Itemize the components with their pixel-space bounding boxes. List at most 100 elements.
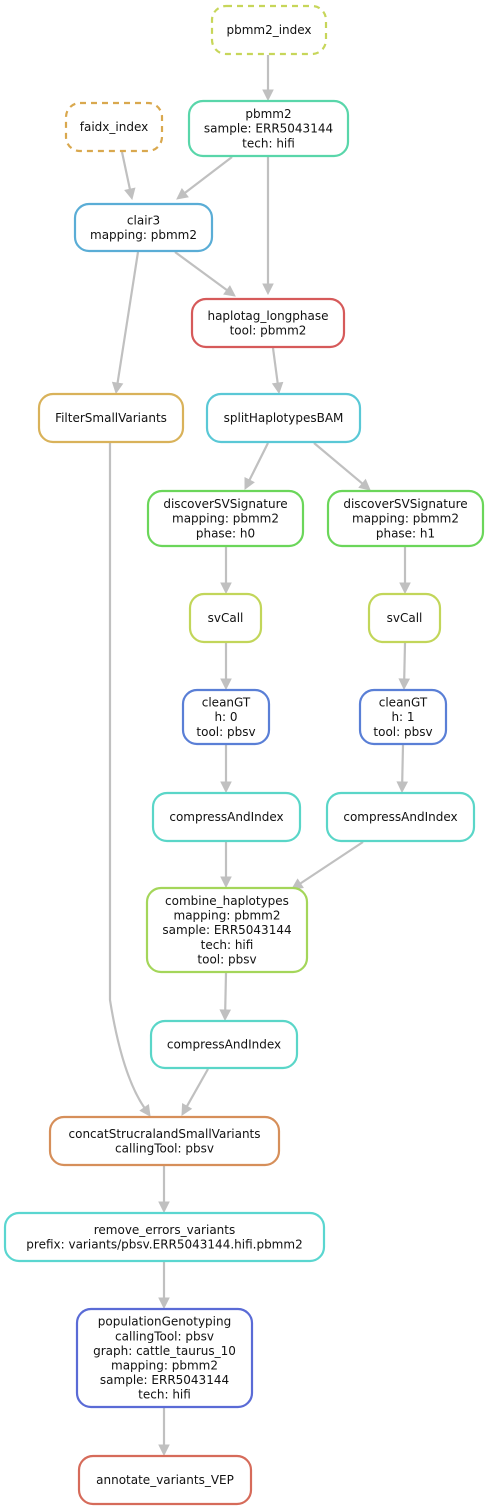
node-title: clair3 xyxy=(127,213,160,227)
node-concatStrucralandSmallVariants[interactable]: concatStrucralandSmallVariantscallingToo… xyxy=(48,1115,281,1167)
arrowhead xyxy=(358,478,371,491)
node-box xyxy=(190,297,346,349)
edge-combine_haplotypes-to-compressAndIndex_2 xyxy=(219,972,232,1022)
node-param: tool: pbmm2 xyxy=(230,324,307,338)
node-title: annotate_variants_VEP xyxy=(96,1473,234,1487)
node-title: haplotag_longphase xyxy=(207,309,328,323)
node-compressAndIndex_1[interactable]: compressAndIndex xyxy=(325,791,476,843)
node-box xyxy=(325,791,476,843)
node-param: mapping: pbmm2 xyxy=(111,1359,218,1373)
node-title: concatStrucralandSmallVariants xyxy=(69,1127,261,1141)
node-box xyxy=(367,592,442,644)
edge-remove_errors_variants-to-populationGenotyping xyxy=(158,1262,170,1310)
node-svCall_1[interactable]: svCall xyxy=(367,592,442,644)
node-box xyxy=(358,688,448,746)
node-box xyxy=(151,791,302,843)
node-box xyxy=(326,489,485,548)
node-param: sample: ERR5043144 xyxy=(100,1373,229,1387)
edge-line xyxy=(108,443,146,1109)
node-box xyxy=(77,1454,253,1506)
node-param: h: 0 xyxy=(214,710,237,724)
arrowhead xyxy=(396,781,409,794)
arrowhead xyxy=(220,678,232,691)
node-param: tech: hifi xyxy=(201,938,254,952)
edge-line xyxy=(174,251,228,291)
arrowhead xyxy=(262,89,274,102)
node-param: tool: pbsv xyxy=(196,725,255,739)
node-param: h: 1 xyxy=(391,710,414,724)
node-param: tech: hifi xyxy=(138,1388,191,1402)
node-title: pbmm2 xyxy=(245,107,291,121)
node-splitHaplotypesBAM[interactable]: splitHaplotypesBAM xyxy=(205,392,362,444)
node-faidx_index[interactable]: faidx_index xyxy=(64,101,164,153)
node-param: sample: ERR5043144 xyxy=(204,122,333,136)
node-title: faidx_index xyxy=(80,120,148,134)
edge-compressAndIndex_1-to-combine_haplotypes xyxy=(291,841,364,890)
node-title: splitHaplotypesBAM xyxy=(224,411,344,425)
arrowhead xyxy=(158,1201,170,1214)
node-param: phase: h1 xyxy=(376,526,435,540)
node-title: cleanGT xyxy=(379,696,428,710)
arrowhead xyxy=(158,1444,170,1457)
edge-pbmm2_index-to-pbmm2 xyxy=(262,55,274,102)
edge-svCall_1-to-cleanGT_1 xyxy=(398,642,411,691)
edge-line xyxy=(120,151,131,190)
node-box xyxy=(187,99,350,158)
arrowhead xyxy=(124,187,136,201)
node-param: mapping: pbmm2 xyxy=(174,909,281,923)
edge-layer xyxy=(108,55,411,1457)
arrowhead xyxy=(223,285,236,297)
node-compressAndIndex_2[interactable]: compressAndIndex xyxy=(149,1019,299,1070)
node-box xyxy=(149,1019,299,1070)
edge-compressAndIndex_0-to-combine_haplotypes xyxy=(220,842,232,889)
node-compressAndIndex_0[interactable]: compressAndIndex xyxy=(151,791,302,843)
edge-splitHaplotypesBAM-to-discoverSVSignature_h0 xyxy=(244,442,269,490)
arrowhead xyxy=(139,1104,151,1117)
node-FilterSmallVariants[interactable]: FilterSmallVariants xyxy=(37,392,185,444)
edge-cleanGT_1-to-compressAndIndex_1 xyxy=(396,744,409,794)
edge-line xyxy=(224,972,228,1011)
edge-clair3-to-FilterSmallVariants xyxy=(111,251,140,395)
node-title: cleanGT xyxy=(202,696,251,710)
arrowhead xyxy=(158,1297,170,1310)
node-param: callingTool: pbsv xyxy=(115,1329,214,1343)
node-param: mapping: pbmm2 xyxy=(172,512,279,526)
edge-discoverSVSignature_h0-to-svCall_0 xyxy=(220,547,232,595)
node-param: tool: pbsv xyxy=(373,725,432,739)
edge-line xyxy=(299,841,364,885)
node-box xyxy=(210,4,328,56)
arrowhead xyxy=(220,582,232,595)
node-title: combine_haplotypes xyxy=(165,894,289,908)
edge-populationGenotyping-to-annotate_variants_VEP xyxy=(158,1408,170,1457)
edge-faidx_index-to-clair3 xyxy=(120,151,136,201)
arrowhead xyxy=(262,283,274,296)
arrowhead xyxy=(219,1009,232,1022)
edge-line xyxy=(248,442,269,481)
node-box xyxy=(188,592,263,644)
node-title: discoverSVSignature xyxy=(163,497,287,511)
edge-pbmm2-to-haplotag_longphase xyxy=(262,157,274,296)
arrowhead xyxy=(220,876,232,889)
node-annotate_variants_VEP[interactable]: annotate_variants_VEP xyxy=(77,1454,253,1506)
arrowhead xyxy=(271,381,284,395)
node-box xyxy=(73,202,214,253)
node-pbmm2_index[interactable]: pbmm2_index xyxy=(210,4,328,56)
node-box xyxy=(37,392,185,444)
node-param: mapping: pbmm2 xyxy=(352,512,459,526)
node-svCall_0[interactable]: svCall xyxy=(188,592,263,644)
node-param: mapping: pbmm2 xyxy=(90,228,197,242)
node-box xyxy=(181,688,271,746)
arrowhead xyxy=(398,678,411,691)
node-title: FilterSmallVariants xyxy=(55,411,167,425)
